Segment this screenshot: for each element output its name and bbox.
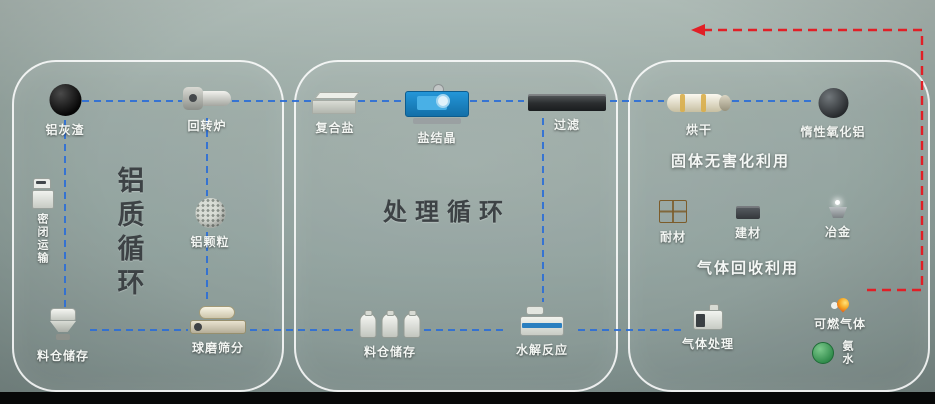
node-rotary-kiln: 回转炉 [183,86,231,134]
node-label: 气体处理 [681,337,735,351]
node-label: 可燃气体 [813,317,867,331]
node-filtration: 过滤 [528,94,606,133]
aluminum-ash-icon [48,84,81,116]
filter-icon [528,94,606,111]
node-label: 料仓储存 [363,345,416,359]
gas-recovery-heading: 气体回收利用 [697,260,800,277]
flame-icon [830,292,852,313]
solid-utilization-heading: 固体无害化利用 [671,153,791,170]
node-building-material: 建材 [735,206,761,241]
node-label: 氨水 [841,340,853,366]
node-label: 冶金 [824,225,852,239]
node-ammonia-water: 氨水 [812,340,855,366]
panel-utilization [628,60,930,392]
rotary-kiln-icon [183,86,231,112]
node-label: 惰性氧化铝 [800,125,866,139]
ball-mill-icon [190,306,246,334]
node-composite-salt: 复合盐 [312,92,360,136]
brick-icon [735,206,760,219]
salt-box-icon [312,92,360,114]
node-label: 水解反应 [515,343,569,357]
crystallizer-icon [405,84,469,124]
truck-icon [32,178,54,209]
node-label: 球磨筛分 [191,341,244,355]
node-label: 回转炉 [187,119,227,133]
node-label: 过滤 [553,118,580,132]
node-label: 铝灰渣 [45,123,85,137]
node-gas-treatment: 气体处理 [682,304,734,352]
metallurgy-icon [827,200,849,218]
silo-icon [49,308,76,342]
node-metallurgy: 冶金 [825,200,851,240]
node-combustible-gas: 可燃气体 [814,292,866,332]
granules-icon [194,198,225,228]
ammonia-icon [812,342,834,364]
bottom-letterbox-bar [0,392,935,404]
node-label: 盐结晶 [417,131,457,145]
node-label: 烘干 [685,123,712,137]
node-label: 铝颗粒 [190,235,230,249]
node-sealed-transport: 密闭运输 [32,178,54,265]
node-hydrolysis-reaction: 水解反应 [516,306,568,358]
middle-cycle-title: 处理循环 [383,199,511,226]
node-aluminum-granules: 铝颗粒 [190,198,229,250]
node-label: 密闭运输 [36,213,48,265]
node-inert-alumina: 惰性氧化铝 [800,88,865,140]
alumina-sphere-icon [817,88,848,118]
hydrolysis-icon [519,306,564,336]
node-ball-mill-screening: 球磨筛分 [190,306,246,356]
dryer-icon [667,92,731,116]
left-cycle-title: 铝质循环 [113,166,144,302]
tanks-icon [359,308,421,338]
node-silo-storage-middle: 料仓储存 [359,308,421,360]
node-refractory-material: 耐材 [659,200,687,245]
crate-icon [659,200,687,223]
node-drying: 烘干 [667,92,731,138]
node-label: 复合盐 [315,121,355,135]
node-label: 建材 [734,226,762,240]
gas-unit-icon [692,304,723,330]
node-aluminum-ash-slag: 铝灰渣 [45,84,84,138]
node-label: 料仓储存 [36,349,90,363]
node-label: 耐材 [659,230,686,244]
node-salt-crystallization: 盐结晶 [405,84,469,146]
node-silo-storage-left: 料仓储存 [37,308,89,364]
